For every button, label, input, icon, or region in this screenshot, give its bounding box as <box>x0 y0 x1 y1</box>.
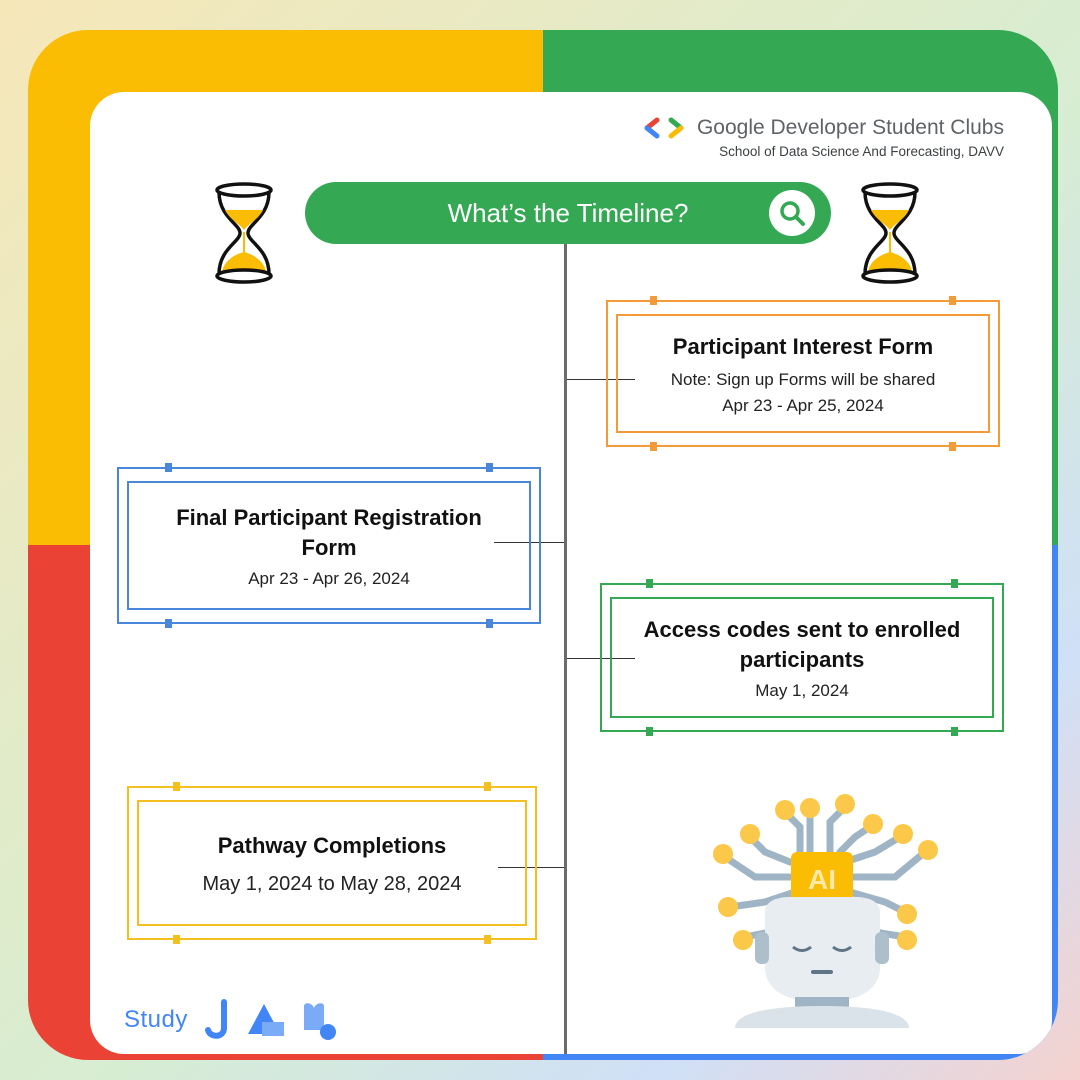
gradient-frame: Google Developer Student Clubs School of… <box>28 30 1058 1060</box>
timeline-item-date: Apr 23 - Apr 26, 2024 <box>248 568 410 588</box>
brand-header: Google Developer Student Clubs School of… <box>643 116 1004 159</box>
study-jam-glyphs-icon <box>204 999 336 1040</box>
timeline-item-title: Final Participant Registration Form <box>176 504 482 560</box>
study-label: Study <box>124 1006 188 1033</box>
timeline-item-date: Apr 23 - Apr 25, 2024 <box>722 395 884 415</box>
search-button[interactable] <box>769 190 815 236</box>
hourglass-left-icon <box>215 182 273 284</box>
brand-title: Google Developer Student Clubs <box>696 116 1004 139</box>
study-jam-logo: Study <box>124 998 344 1042</box>
timeline-item-date: May 1, 2024 <box>755 680 849 700</box>
timeline-item-title: Participant Interest Form <box>672 333 934 359</box>
timeline-item-note: Note: Sign up Forms will be shared <box>670 369 936 389</box>
connector-4 <box>498 867 564 868</box>
ai-label: AI <box>808 864 836 895</box>
hourglass-right-icon <box>861 182 919 284</box>
timeline-item-interest-form: Participant Interest Form Note: Sign up … <box>606 296 1000 451</box>
gdsc-logo-icon <box>644 117 684 139</box>
timeline-title-pill: What’s the Timeline? <box>305 182 831 244</box>
timeline-item-title: Access codes sent to enrolled participan… <box>643 616 961 672</box>
timeline-item-access-codes: Access codes sent to enrolled participan… <box>600 579 1004 736</box>
ai-robot-illustration: AI <box>713 794 938 1028</box>
timeline-item-registration-form: Final Participant Registration Form Apr … <box>117 463 541 628</box>
timeline-spine <box>564 244 567 1054</box>
timeline-item-date: May 1, 2024 to May 28, 2024 <box>202 872 462 895</box>
timeline-item-pathway-completions: Pathway Completions May 1, 2024 to May 2… <box>127 782 537 944</box>
connector-1 <box>567 379 635 380</box>
page-title: What’s the Timeline? <box>447 197 689 228</box>
search-icon <box>780 201 805 226</box>
content-card: Google Developer Student Clubs School of… <box>90 92 1052 1054</box>
timeline-item-title: Pathway Completions <box>217 832 447 858</box>
brand-subtitle: School of Data Science And Forecasting, … <box>719 144 1004 159</box>
